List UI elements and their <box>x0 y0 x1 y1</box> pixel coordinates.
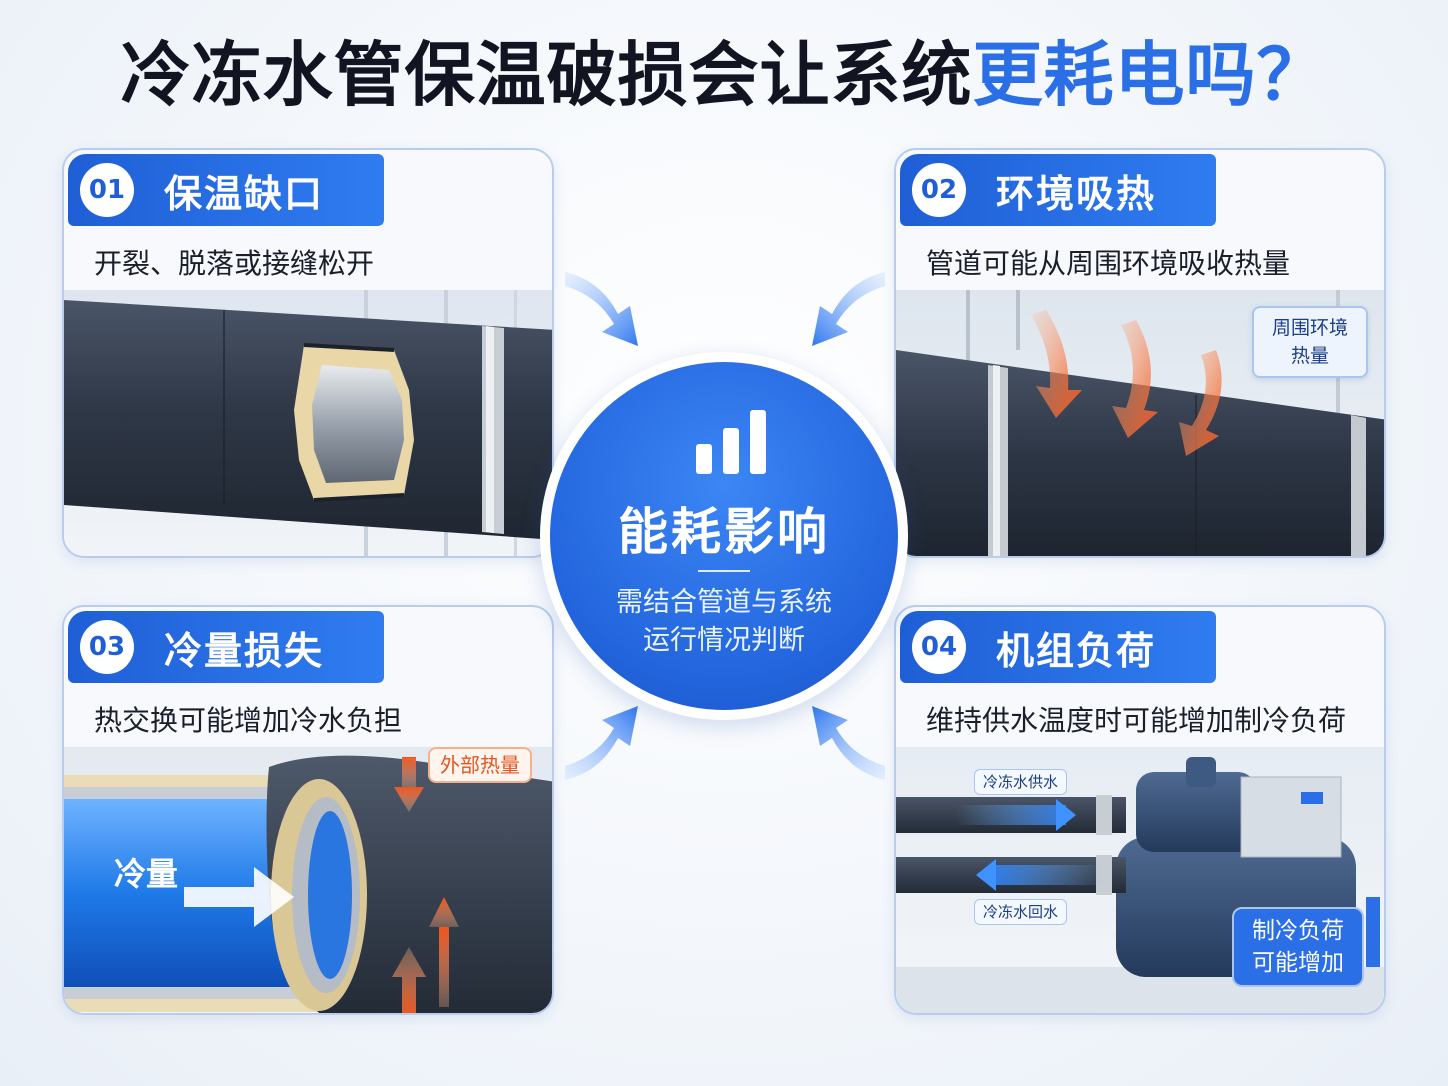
panel-cooling-loss: 03 冷量损失 热交换可能增加冷水负担 外部热量 冷量 <box>62 605 554 1015</box>
panel-4-label: 机组负荷 <box>996 628 1157 673</box>
note-line-2: 运行情况判断 <box>643 625 805 656</box>
note-line-1: 需结合管道与系统 <box>616 587 832 618</box>
environment-heat-callout: 周围环境 热量 <box>1252 306 1368 378</box>
cold-energy-label: 冷量 <box>114 855 179 893</box>
panel-1-label: 保温缺口 <box>164 171 325 216</box>
scene-chiller-unit <box>896 747 1384 1013</box>
energy-impact-hub: 能耗影响 需结合管道与系统 运行情况判断 <box>540 352 908 720</box>
cutaway-pipe-illustration <box>64 747 552 1013</box>
panel-2-description: 管道可能从周围环境吸收热量 <box>926 247 1291 280</box>
cracked-pipe-illustration <box>64 290 552 556</box>
energy-impact-note: 需结合管道与系统 运行情况判断 <box>550 584 898 660</box>
panel-4-number: 04 <box>912 620 966 674</box>
energy-impact-title: 能耗影响 <box>618 503 830 561</box>
panel-1-header: 01 保温缺口 <box>68 154 384 226</box>
cooling-load-callout: 制冷负荷 可能增加 <box>1232 907 1364 987</box>
chiller-illustration <box>896 747 1384 1013</box>
panel-1-description: 开裂、脱落或接缝松开 <box>94 247 375 280</box>
arrow-from-panel-3-icon <box>565 706 638 780</box>
panel-2-header: 02 环境吸热 <box>900 154 1216 226</box>
scene-cutaway-pipe <box>64 747 552 1013</box>
arrow-from-panel-1-icon <box>565 272 638 346</box>
bar-chart-icon <box>696 410 766 474</box>
page-title: 冷冻水管保温破损会让系统更耗电吗？ <box>0 30 1448 120</box>
panel-2-label: 环境吸热 <box>996 171 1157 216</box>
callout-line-1: 周围环境 <box>1271 317 1348 339</box>
title-highlight-part: 更耗电吗？ <box>972 34 1328 116</box>
panel-4-header: 04 机组负荷 <box>900 611 1216 683</box>
return-water-tag: 冷冻水回水 <box>974 899 1068 925</box>
panel-insulation-gap: 01 保温缺口 开裂、脱落或接缝松开 <box>62 148 554 558</box>
title-main-part: 冷冻水管保温破损会让系统 <box>120 34 973 116</box>
callout-line-2: 热量 <box>1290 345 1329 367</box>
panel-3-header: 03 冷量损失 <box>68 611 384 683</box>
arrow-from-panel-2-icon <box>812 272 885 346</box>
arrow-from-panel-4-icon <box>812 706 885 780</box>
load-line-1: 制冷负荷 <box>1252 918 1344 944</box>
panel-3-number: 03 <box>80 620 134 674</box>
panel-3-label: 冷量损失 <box>164 628 325 673</box>
energy-impact-circle: 能耗影响 需结合管道与系统 运行情况判断 <box>550 362 898 710</box>
scene-cracked-insulation <box>64 290 552 556</box>
supply-water-tag: 冷冻水供水 <box>974 769 1068 795</box>
panel-2-number: 02 <box>912 163 966 217</box>
load-line-2: 可能增加 <box>1252 950 1344 976</box>
center-divider <box>698 570 750 572</box>
panel-3-description: 热交换可能增加冷水负担 <box>94 704 403 737</box>
panel-chiller-load: 04 机组负荷 维持供水温度时可能增加制冷负荷 冷冻水供水 冷冻水回水 制冷负荷… <box>894 605 1386 1015</box>
panel-environment-heat: 02 环境吸热 管道可能从周围环境吸收热量 周围环境 热量 <box>894 148 1386 558</box>
panel-1-number: 01 <box>80 163 134 217</box>
external-heat-tag: 外部热量 <box>428 747 532 783</box>
panel-4-description: 维持供水温度时可能增加制冷负荷 <box>926 704 1347 737</box>
